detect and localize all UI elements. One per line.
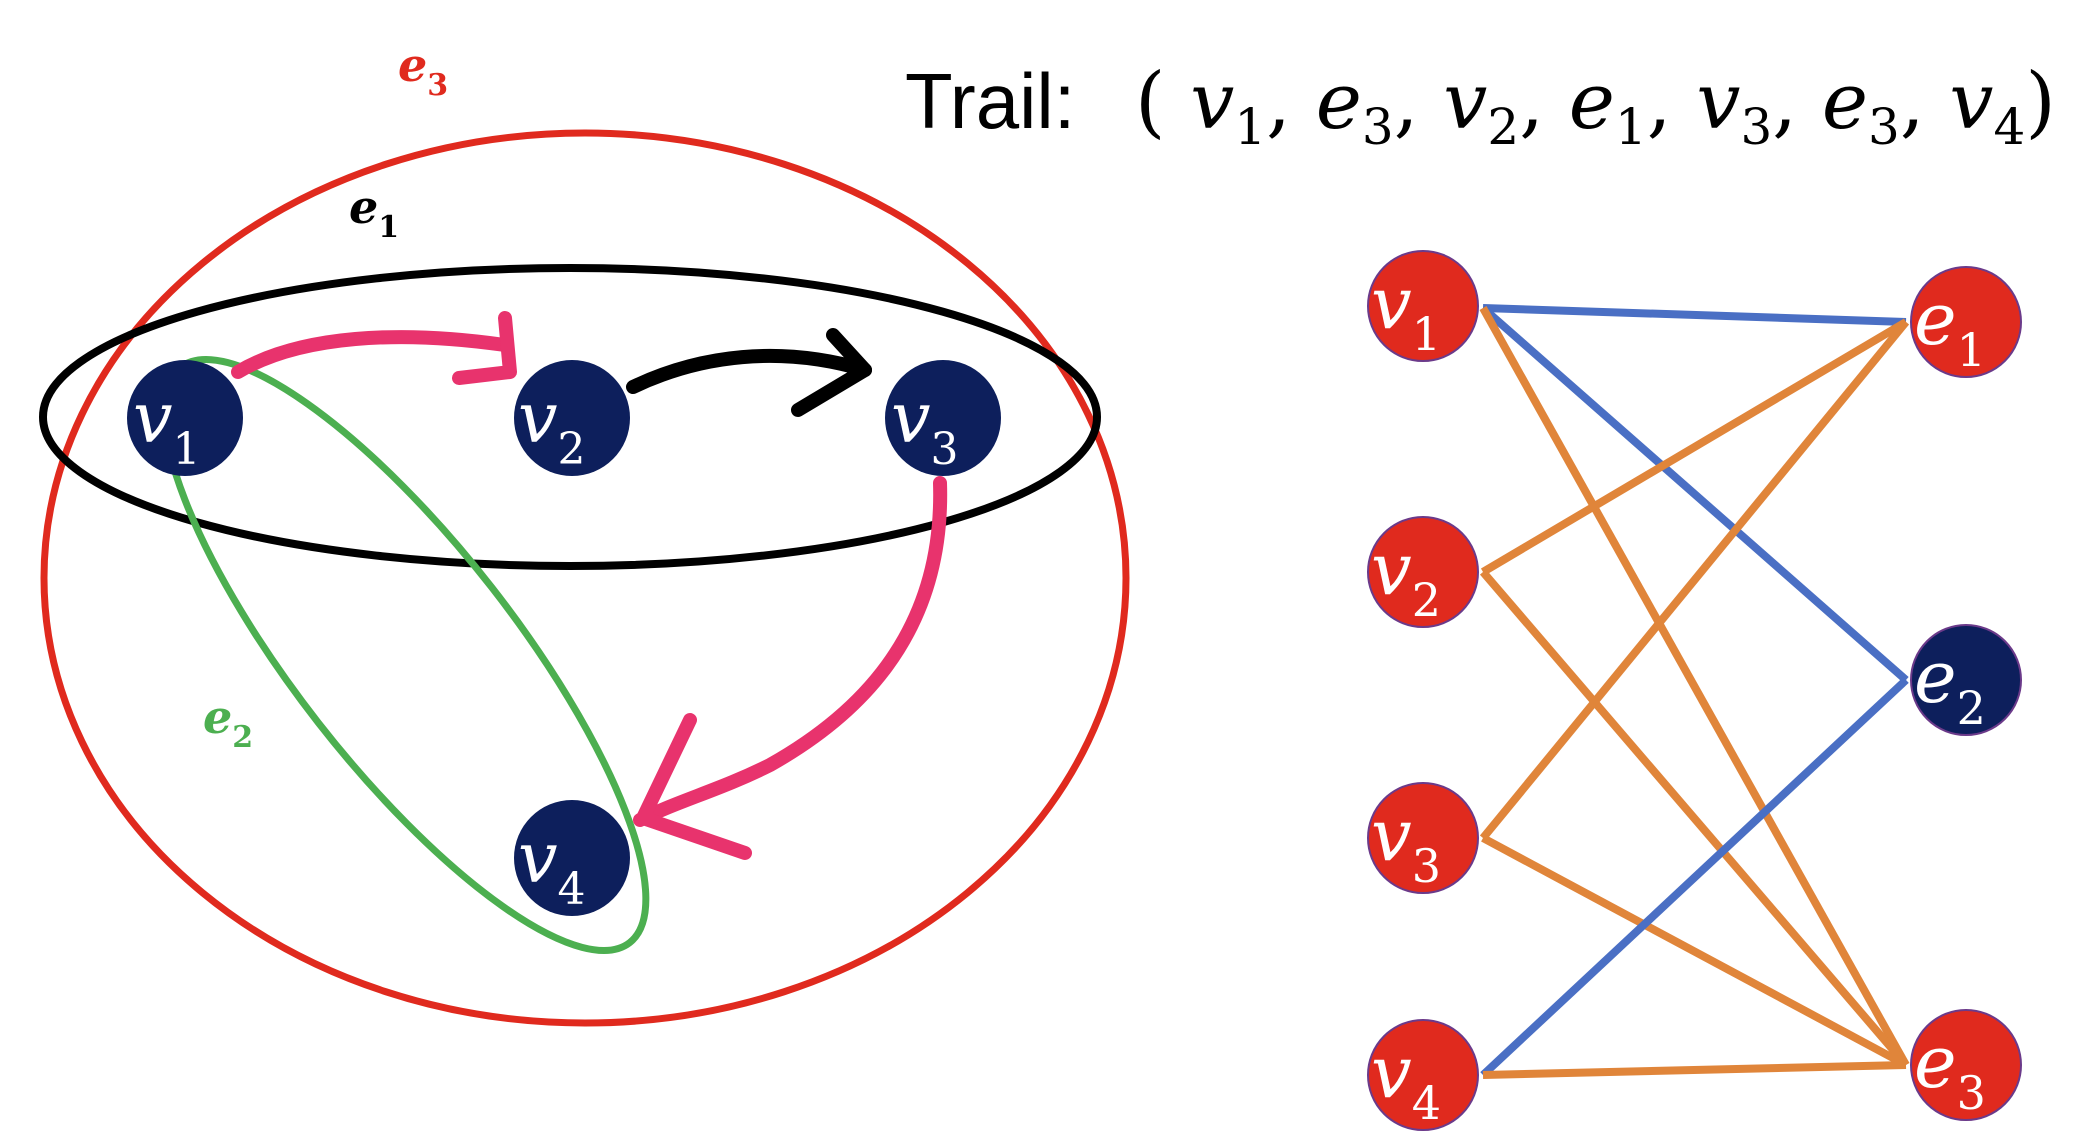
bipartite-panel: v1 v2 v3 v4 e1 e2 e3 <box>1367 250 2022 1131</box>
bipartite-edge-v1-e3 <box>1479 306 1910 1067</box>
trail-arrow-v3-v4 <box>633 476 948 860</box>
svg-text:v2: v2 <box>518 377 586 475</box>
vertex-v1: v1 <box>127 360 243 476</box>
bipartite-node-e3: e3 <box>1910 1009 2022 1121</box>
bipartite-node-e2: e2 <box>1910 624 2022 736</box>
bipartite-edge-v2-e3 <box>1479 569 1910 1068</box>
svg-text:v3: v3 <box>891 377 959 475</box>
bipartite-node-v4: v4 <box>1367 1019 1479 1131</box>
bipartite-edges <box>1479 304 1910 1079</box>
bipartite-node-e1: e1 <box>1910 266 2022 378</box>
vertex-v3: v3 <box>885 360 1001 476</box>
bipartite-node-label-v4: v4 <box>1371 1030 1441 1130</box>
bipartite-node-v3: v3 <box>1367 782 1479 894</box>
bipartite-node-label-v1: v1 <box>1371 261 1441 361</box>
bipartite-node-label-e2: e2 <box>1914 635 1986 735</box>
bipartite-node-v2: v2 <box>1367 516 1479 628</box>
bipartite-edge-v1-e1 <box>1482 304 1907 326</box>
vertex-v4: v4 <box>514 800 630 916</box>
bipartite-node-label-v3: v3 <box>1371 793 1441 893</box>
svg-text:v4: v4 <box>518 817 586 915</box>
bipartite-node-label-e1: e1 <box>1914 277 1986 377</box>
bipartite-node-v1: v1 <box>1367 250 1479 362</box>
bipartite-nodes: v1 v2 v3 v4 e1 e2 e3 <box>1367 250 2022 1131</box>
trail-sequence: ( v1, e3, v2, e1, v3, e3, v4) <box>1135 57 2056 156</box>
bipartite-edge-v4-e3 <box>1482 1061 1907 1079</box>
bipartite-edge-v3-e1 <box>1479 319 1910 841</box>
hyperedge-e1-outline <box>39 264 1101 570</box>
svg-text:v1: v1 <box>133 377 201 475</box>
trail-heading: Trail: ( v1, e3, v2, e1, v3, e3, v4) <box>905 57 2056 156</box>
trail-label: Trail: <box>905 57 1075 145</box>
hyperedge-label-e1: e1 <box>349 180 399 245</box>
hypergraph-panel: e3 e1 e2 v1 v2 <box>39 38 1130 1027</box>
hyperedge-label-e3: e3 <box>398 38 448 103</box>
bipartite-node-label-e3: e3 <box>1914 1020 1986 1120</box>
trail-arrow-v2-v3 <box>626 328 872 417</box>
bipartite-edge-v1-e2 <box>1480 304 1909 684</box>
hyperedge-e3-outline <box>40 129 1130 1027</box>
bipartite-edge-v4-e2 <box>1480 677 1909 1078</box>
bipartite-edge-v2-e1 <box>1480 318 1909 576</box>
hyperedge-label-e2: e2 <box>203 690 253 755</box>
trail-arrow-v1-v2 <box>231 311 517 385</box>
vertex-v2: v2 <box>514 360 630 476</box>
bipartite-node-label-v2: v2 <box>1371 527 1441 627</box>
bipartite-edge-v3-e3 <box>1481 834 1908 1069</box>
